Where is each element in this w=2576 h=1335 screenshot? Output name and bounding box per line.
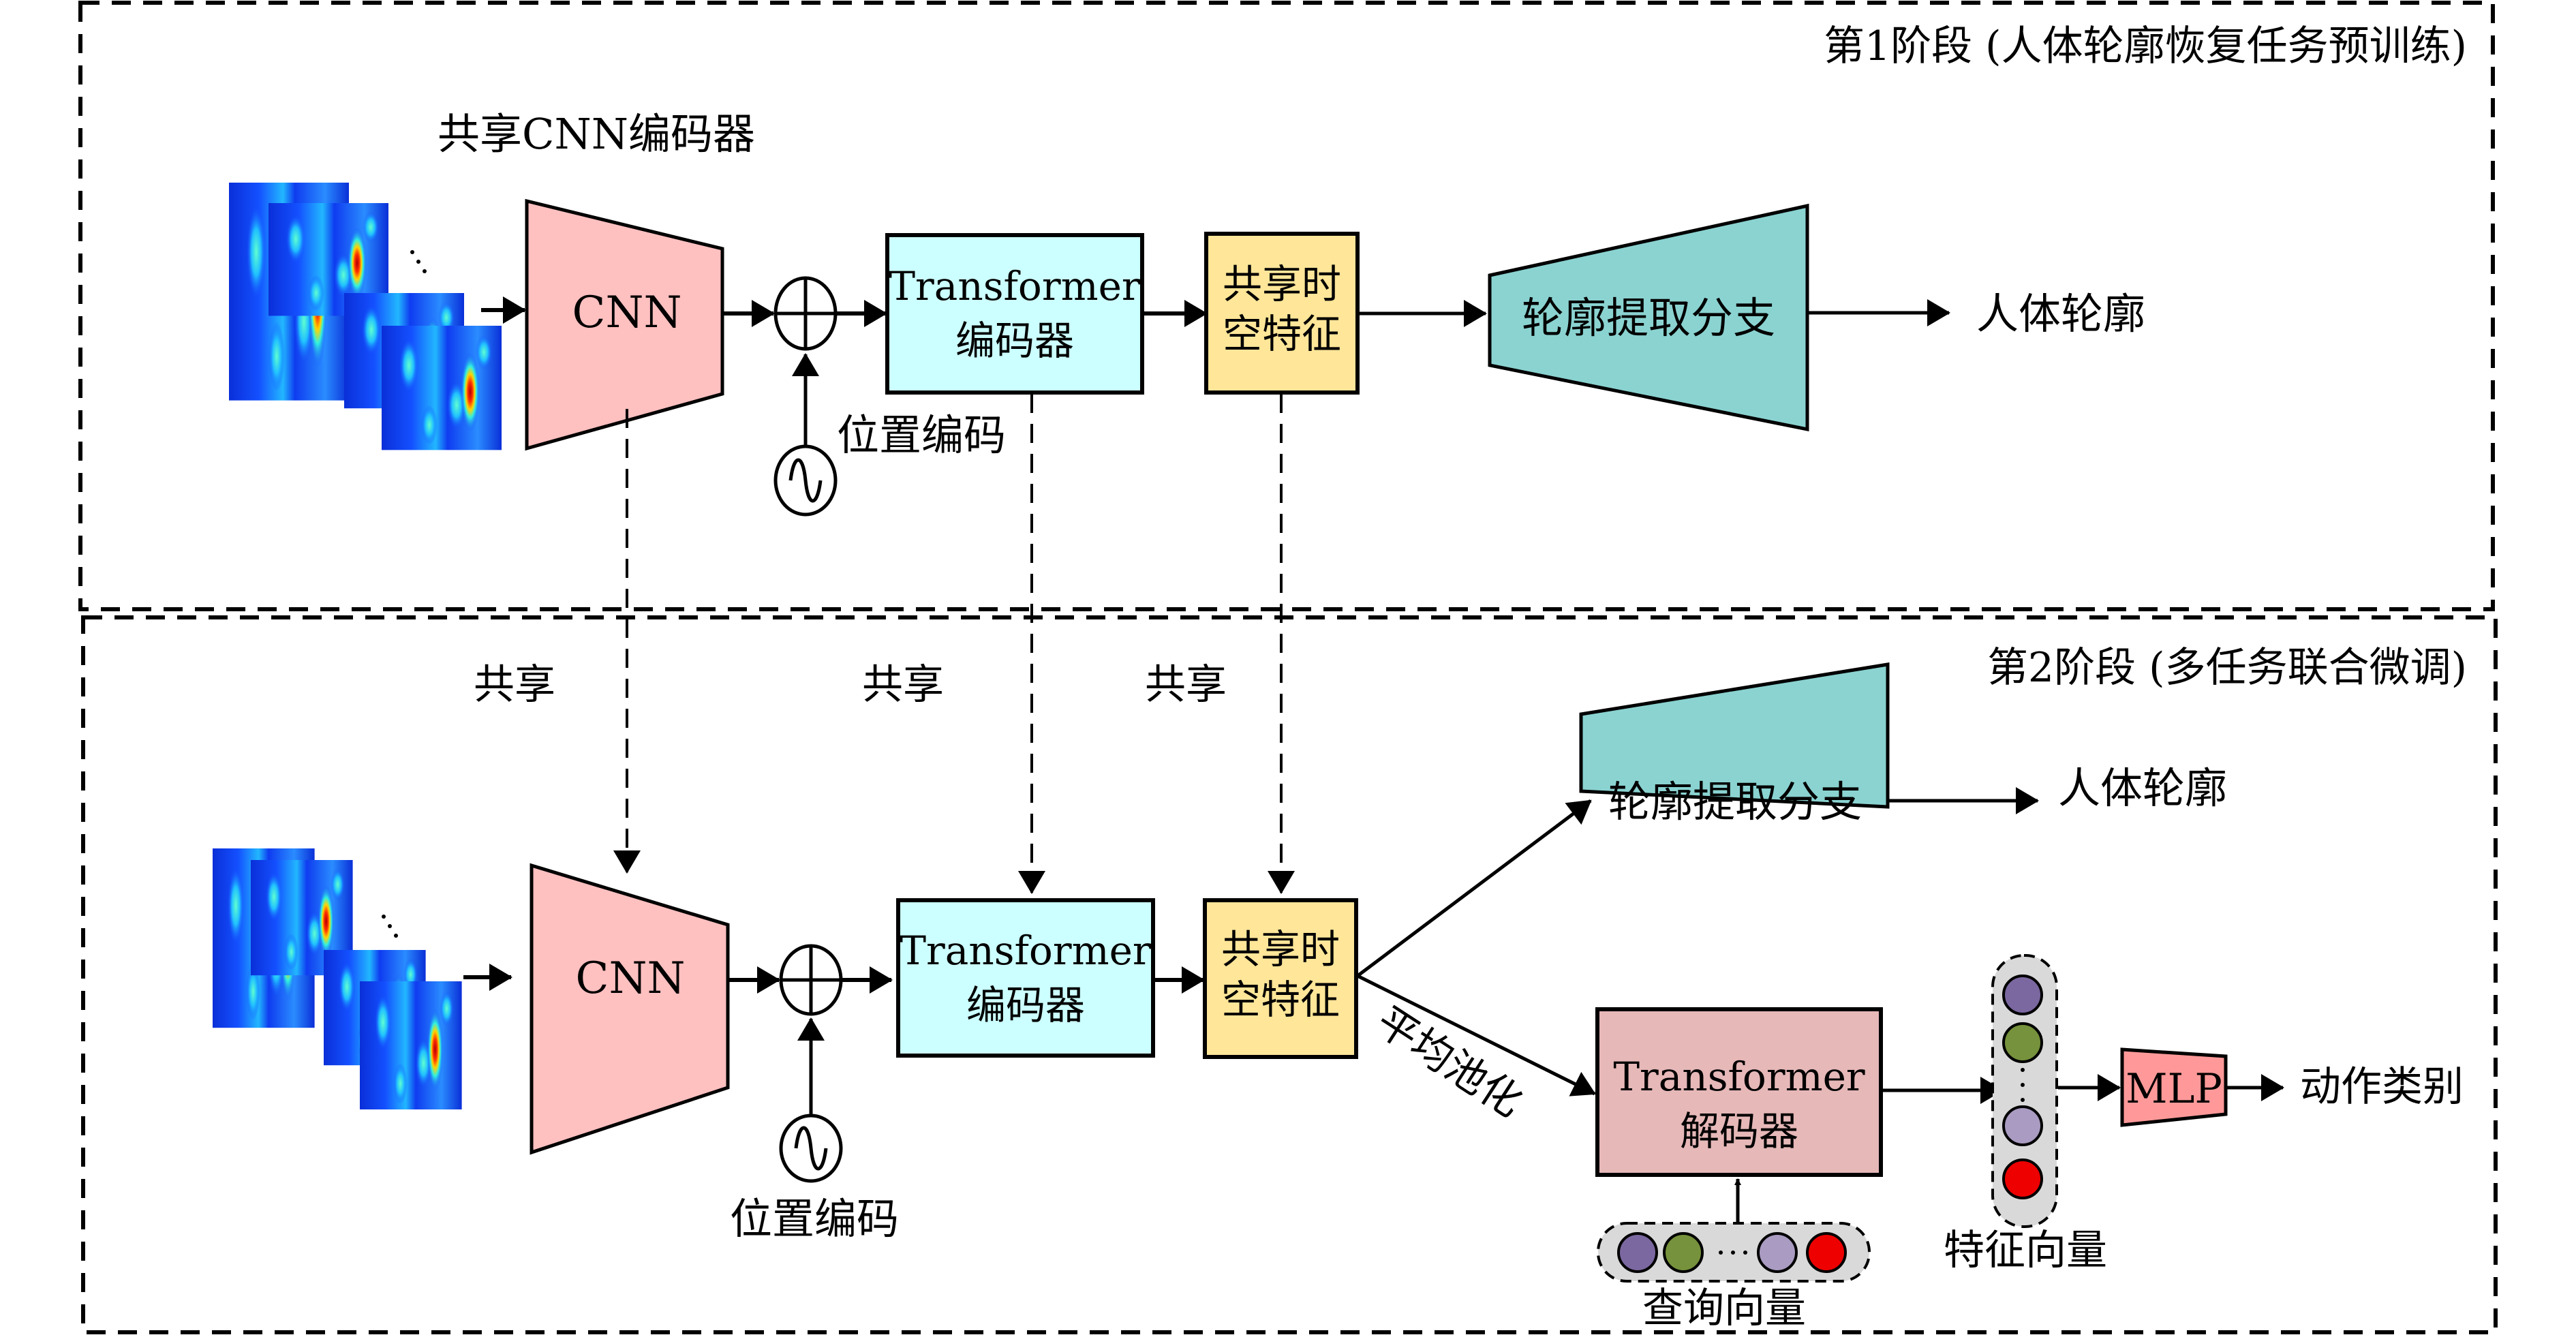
- stage1-frame: [78, 1, 2495, 611]
- stage1-shared-cnn-label: 共享CNN编码器: [438, 109, 755, 159]
- stage2-pos-enc-label: 位置编码: [730, 1194, 899, 1244]
- stage1-cnn-block: [525, 198, 724, 451]
- action-label: 动作类别: [2300, 1063, 2464, 1111]
- stage2-input-frames: [213, 848, 462, 1109]
- stage1-input-frames: [229, 183, 502, 450]
- query-token-lavender: [1757, 1232, 1798, 1273]
- decoder-line1: Transformer: [1613, 1054, 1865, 1100]
- stage1-branch-block: [1488, 203, 1809, 432]
- feature-vec-label: 特征向量: [1944, 1227, 2107, 1274]
- stage2-branch-label: 轮廓提取分支: [1608, 777, 1862, 827]
- query-label: 查询向量: [1642, 1285, 1806, 1332]
- stage2-branch-block: [1579, 662, 1890, 809]
- stage1-encoder-line2: 编码器: [955, 318, 1074, 364]
- stage2-encoder-line2: 编码器: [966, 982, 1085, 1028]
- stage1-feature-line2: 空特征: [1223, 311, 1341, 357]
- decoder-line2: 解码器: [1680, 1108, 1798, 1154]
- stage1-pos-enc-label: 位置编码: [837, 410, 1006, 460]
- mlp-label: MLP: [2126, 1065, 2222, 1113]
- stage2-encoder-line1: Transformer: [900, 927, 1152, 974]
- stage1-title: 第1阶段 (人体轮廓恢复任务预训练): [1824, 22, 2467, 70]
- stage1-output-label: 人体轮廓: [1976, 289, 2145, 339]
- feature-token-purple: [2002, 975, 2043, 1015]
- query-token-red: [1806, 1232, 1847, 1273]
- share-label-3: 共享: [1145, 661, 1227, 709]
- ellipsis-dot: [410, 250, 414, 254]
- share-label-2: 共享: [862, 661, 944, 709]
- stage2-feature-line1: 共享时: [1221, 926, 1340, 972]
- mlp-block: [2120, 1047, 2228, 1127]
- arrow-feature-to-decoder: [1356, 974, 1596, 1096]
- stage2-add-icon: [779, 944, 843, 1016]
- stage1-cnn-label: CNN: [572, 288, 682, 338]
- stage2-feature-block: [1203, 898, 1358, 1059]
- stage2-output-label: 人体轮廓: [2058, 763, 2227, 813]
- stage2-feature-line2: 空特征: [1221, 977, 1340, 1023]
- pooling-label: 平均池化: [1368, 998, 1531, 1126]
- stage1-add-icon: [773, 276, 838, 351]
- feature-token-green: [2002, 1022, 2043, 1063]
- stage2-sine-wave-icon: [779, 1114, 843, 1183]
- feature-vector-group: [1991, 954, 2058, 1228]
- arrow-feature-to-branch-2: [1356, 799, 1592, 977]
- feature-token-lavender: [2002, 1105, 2043, 1146]
- share-label-1: 共享: [474, 661, 555, 709]
- query-token-purple: [1617, 1232, 1658, 1273]
- stage1-encoder-block: [885, 233, 1144, 395]
- stage2-frame: [81, 615, 2498, 1334]
- decoder-block: [1595, 1007, 1883, 1177]
- stage1-encoder-line1: Transformer: [889, 263, 1141, 309]
- stage2-title: 第2阶段 (多任务联合微调): [1987, 644, 2467, 692]
- stage1-sine-wave-icon: [773, 444, 838, 517]
- stage1-branch-label: 轮廓提取分支: [1522, 293, 1775, 343]
- stage2-cnn-label: CNN: [576, 953, 686, 1004]
- query-token-green: [1663, 1232, 1704, 1273]
- stage2-encoder-block: [896, 898, 1155, 1058]
- stage1-feature-block: [1204, 232, 1360, 395]
- stage2-cnn-block: [530, 863, 730, 1155]
- stage1-feature-line1: 共享时: [1223, 261, 1341, 307]
- feature-token-red: [2002, 1158, 2043, 1199]
- query-vector-group: [1597, 1222, 1871, 1283]
